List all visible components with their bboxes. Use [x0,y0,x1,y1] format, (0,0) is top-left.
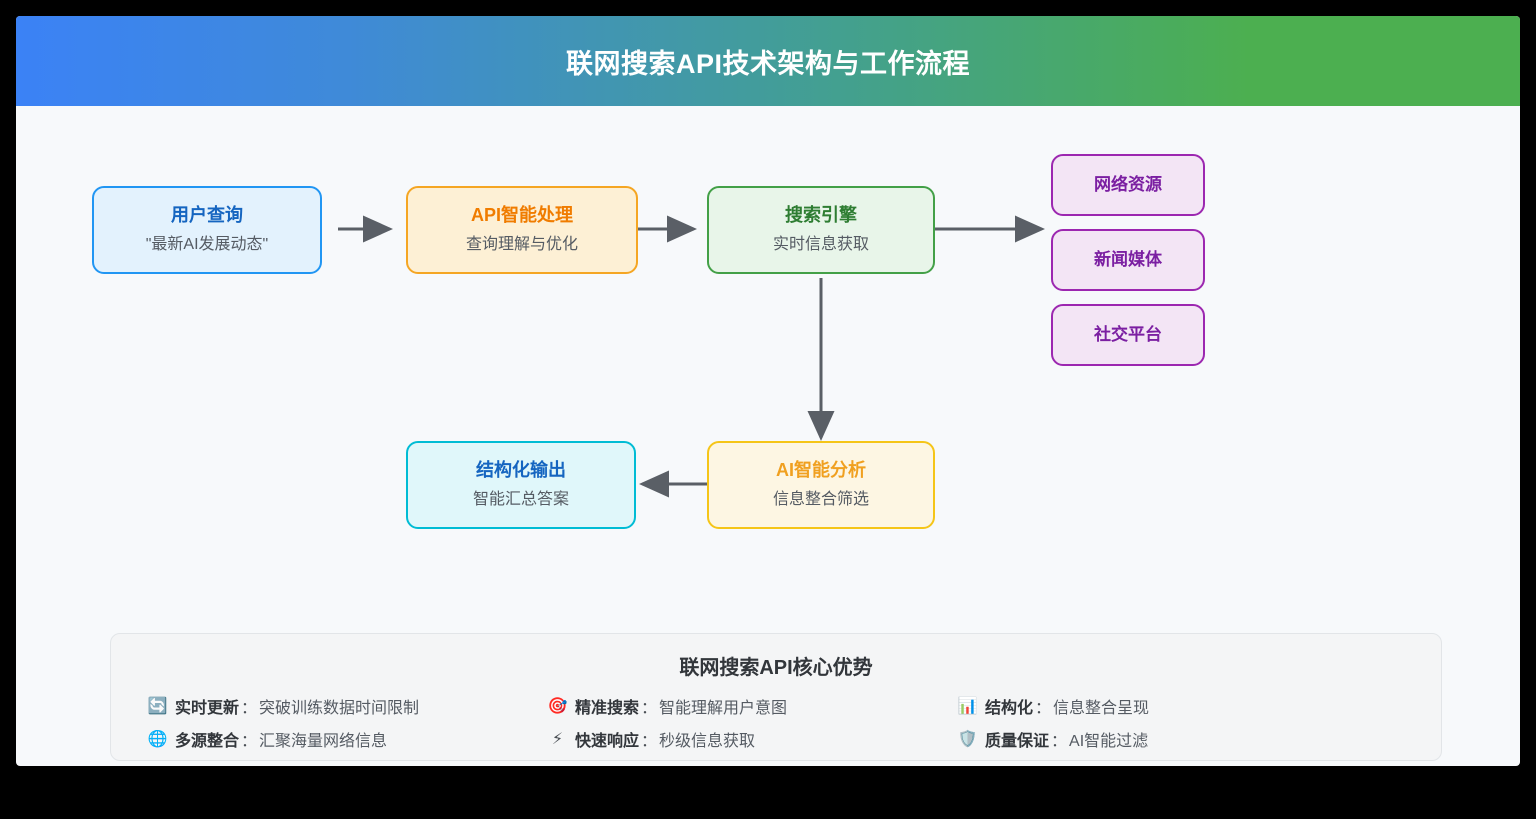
advantage-colon: ： [241,700,258,717]
advantage-desc: 信息整合呈现 [1053,700,1150,717]
advantage-desc: AI智能过滤 [1069,733,1149,750]
node-title: 搜索引擎 [785,205,857,226]
advantage-item: 🛡️ 质量保证 ： AI智能过滤 [957,727,1405,751]
node-subtitle: "最新AI发展动态" [145,235,269,253]
advantage-label: 质量保证 [985,733,1050,750]
node-user-query[interactable]: 用户查询 "最新AI发展动态" [92,186,322,274]
page-header: 联网搜索API技术架构与工作流程 [16,16,1520,106]
advantage-item: 🎯 精准搜索 ： 智能理解用户意图 [547,694,957,718]
node-title: 结构化输出 [476,460,566,481]
advantage-label: 快速响应 [575,733,640,750]
advantage-colon: ： [641,700,658,717]
advantage-desc: 秒级信息获取 [659,733,756,750]
flow-diagram: 用户查询 "最新AI发展动态" API智能处理 查询理解与优化 搜索引擎 实时信… [16,106,1520,766]
advantage-label: 精准搜索 [575,700,640,717]
advantage-item: ⚡ 快速响应 ： 秒级信息获取 [547,727,957,751]
advantages-panel: 联网搜索API核心优势 🔄 实时更新 ： 突破训练数据时间限制 🎯 精准搜索 ：… [110,633,1442,761]
node-web-resource[interactable]: 网络资源 [1051,154,1205,216]
node-api-process[interactable]: API智能处理 查询理解与优化 [406,186,638,274]
node-title: 社交平台 [1094,324,1162,344]
advantage-colon: ： [1051,733,1068,750]
node-social-platform[interactable]: 社交平台 [1051,304,1205,366]
advantage-colon: ： [1035,700,1052,717]
node-title: 网络资源 [1094,174,1162,194]
advantages-title: 联网搜索API核心优势 [679,657,873,679]
node-subtitle: 查询理解与优化 [465,235,578,253]
node-subtitle: 信息整合筛选 [772,490,869,508]
advantage-label: 结构化 [985,700,1034,717]
advantages-grid: 🔄 实时更新 ： 突破训练数据时间限制 🎯 精准搜索 ： 智能理解用户意图 📊 … [111,694,1441,751]
node-title: API智能处理 [470,205,573,226]
advantage-label: 实时更新 [175,700,240,717]
target-icon: 🎯 [547,698,568,715]
node-ai-analysis[interactable]: AI智能分析 信息整合筛选 [707,441,935,529]
node-news-media[interactable]: 新闻媒体 [1051,229,1205,291]
node-subtitle: 智能汇总答案 [472,490,569,508]
node-search-engine[interactable]: 搜索引擎 实时信息获取 [707,186,935,274]
node-title: 用户查询 [171,205,243,226]
advantage-label: 多源整合 [175,733,240,750]
refresh-icon: 🔄 [147,698,168,715]
globe-icon: 🌐 [147,731,168,748]
node-structured-output[interactable]: 结构化输出 智能汇总答案 [406,441,636,529]
advantage-colon: ： [241,733,258,750]
advantage-desc: 突破训练数据时间限制 [259,700,420,717]
bar-chart-icon: 📊 [957,698,978,715]
shield-icon: 🛡️ [957,731,978,748]
advantage-desc: 汇聚海量网络信息 [259,733,388,750]
lightning-icon: ⚡ [551,731,564,748]
node-title: 新闻媒体 [1094,249,1162,269]
advantage-item: 🔄 实时更新 ： 突破训练数据时间限制 [147,694,547,718]
advantage-desc: 智能理解用户意图 [659,700,788,717]
advantage-item: 🌐 多源整合 ： 汇聚海量网络信息 [147,727,547,751]
node-subtitle: 实时信息获取 [772,235,869,253]
advantage-colon: ： [641,733,658,750]
diagram-card: 联网搜索API技术架构与工作流程 用户查询 "最新AI发展动态" API智能处理… [16,16,1520,766]
page-title: 联网搜索API技术架构与工作流程 [565,48,970,79]
node-title: AI智能分析 [776,460,866,481]
advantage-item: 📊 结构化 ： 信息整合呈现 [957,694,1405,718]
